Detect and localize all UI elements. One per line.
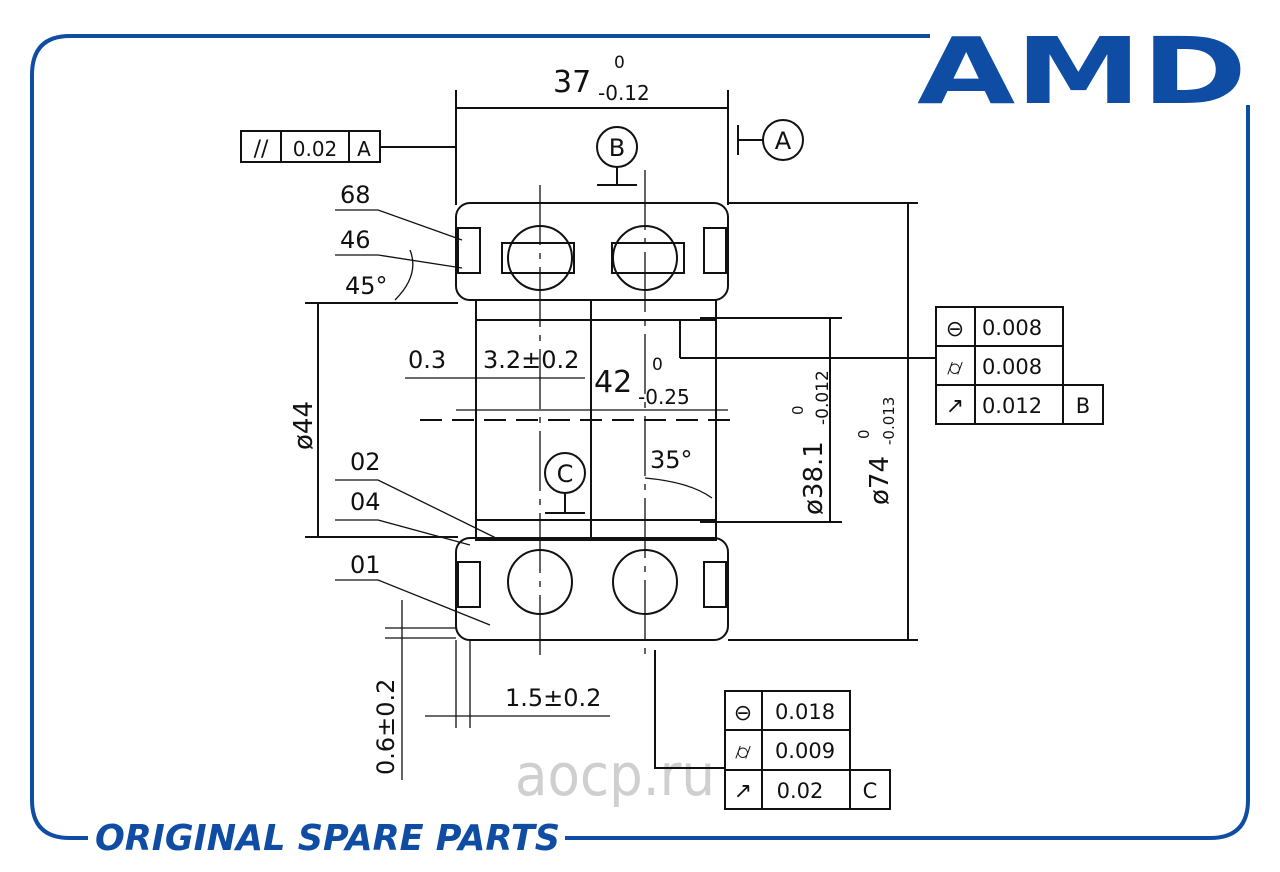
part-label-68: 68 bbox=[340, 181, 371, 209]
dim-width: 37 bbox=[553, 65, 591, 100]
datum-c: C bbox=[557, 460, 574, 488]
svg-text:0.008: 0.008 bbox=[982, 355, 1042, 379]
svg-text:⌭: ⌭ bbox=[947, 356, 963, 381]
svg-text:B: B bbox=[1076, 394, 1090, 418]
svg-text:A: A bbox=[357, 137, 371, 161]
part-label-46: 46 bbox=[340, 226, 371, 254]
dim-inner-width: 42 bbox=[594, 365, 632, 400]
svg-text:⌭: ⌭ bbox=[735, 740, 751, 765]
svg-text://: // bbox=[254, 137, 269, 162]
svg-text:0.018: 0.018 bbox=[775, 700, 835, 724]
datum-a: A bbox=[775, 127, 792, 155]
parallelism-frame: // 0.02 A bbox=[240, 130, 456, 163]
tolerance-table-inner: ⊖ 0.018 ⌭ 0.009 ↗ 0.02 C bbox=[654, 650, 891, 810]
part-label-01: 01 bbox=[350, 551, 381, 579]
svg-text:0: 0 bbox=[789, 405, 807, 415]
dim-outer-diameter: ø74 0 -0.013 bbox=[855, 397, 898, 505]
svg-text:0.008: 0.008 bbox=[982, 316, 1042, 340]
brand-logo: AMD bbox=[917, 18, 1247, 125]
frame-border bbox=[30, 34, 1250, 840]
dim-chamfer: 0.3 bbox=[408, 346, 446, 374]
dim-shoulder: ø44 bbox=[289, 401, 319, 450]
svg-text:⊖: ⊖ bbox=[946, 317, 964, 342]
svg-text:ø74: ø74 bbox=[865, 456, 895, 505]
svg-text:0: 0 bbox=[855, 429, 873, 439]
angle-chamfer: 45° bbox=[345, 272, 388, 300]
svg-text:C: C bbox=[863, 779, 878, 803]
svg-text:⊖: ⊖ bbox=[734, 701, 752, 726]
tolerance-table-outer: ⊖ 0.008 ⌭ 0.008 ↗ 0.012 B bbox=[679, 306, 1104, 425]
svg-text:0: 0 bbox=[652, 355, 663, 375]
svg-text:0.012: 0.012 bbox=[982, 394, 1042, 418]
watermark: аоср.ru bbox=[515, 741, 715, 809]
dim-seal-offset: 1.5±0.2 bbox=[505, 684, 601, 712]
dim-width-upper: 0 bbox=[614, 53, 625, 73]
bearing-section bbox=[420, 170, 740, 660]
dim-bore: ø38.1 0 -0.012 bbox=[789, 370, 833, 515]
brand-slogan: ORIGINAL SPARE PARTS bbox=[95, 818, 560, 859]
datum-b: B bbox=[609, 134, 625, 162]
part-label-02: 02 bbox=[350, 448, 381, 476]
dim-offset: 3.2±0.2 bbox=[483, 346, 579, 374]
svg-text:-0.25: -0.25 bbox=[638, 385, 690, 409]
svg-text:↗: ↗ bbox=[734, 779, 752, 804]
svg-text:↗: ↗ bbox=[946, 394, 964, 419]
svg-text:0.009: 0.009 bbox=[775, 739, 835, 763]
svg-text:ø38.1: ø38.1 bbox=[799, 441, 829, 515]
svg-text:0.02: 0.02 bbox=[293, 137, 338, 161]
svg-text:0.02: 0.02 bbox=[777, 779, 824, 803]
dim-seal-depth: 0.6±0.2 bbox=[372, 679, 400, 775]
angle-contact: 35° bbox=[650, 446, 693, 474]
svg-text:-0.013: -0.013 bbox=[880, 397, 898, 445]
dim-width-lower: -0.12 bbox=[598, 81, 650, 105]
svg-text:-0.012: -0.012 bbox=[813, 370, 833, 425]
part-label-04: 04 bbox=[350, 488, 381, 516]
